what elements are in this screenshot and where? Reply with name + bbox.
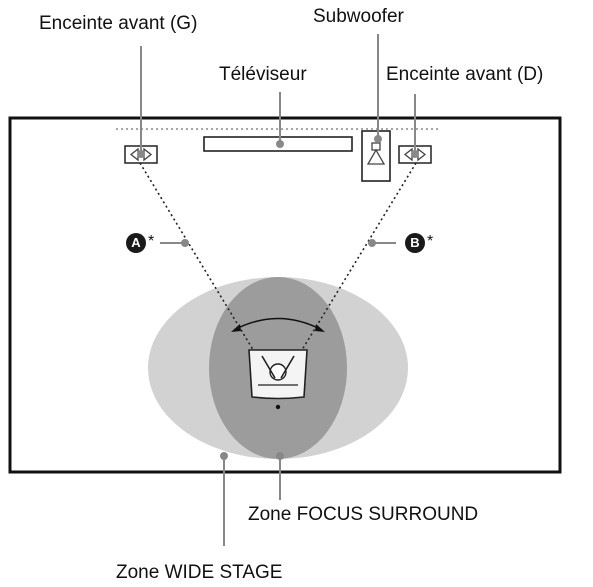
angle-arc-arrow-right (315, 324, 325, 332)
front-left-speaker-label: Enceinte avant (G) (39, 13, 198, 34)
subwoofer-label: Subwoofer (313, 6, 404, 27)
marker-a-asterisk: * (148, 233, 155, 250)
front-right-speaker-label: Enceinte avant (D) (386, 64, 544, 85)
left-angle-line (139, 162, 276, 387)
angle-arc (233, 317, 323, 331)
tv-label: Téléviseur (219, 64, 307, 85)
right-angle-line (279, 162, 417, 387)
marker-b-asterisk: * (427, 233, 434, 250)
marker-b-badge: B (405, 233, 425, 253)
wide-stage-zone-label: Zone WIDE STAGE (116, 562, 283, 583)
leader-lines (137, 34, 419, 546)
marker-a-badge: A (126, 233, 146, 253)
angle-arc-arrow-left (231, 324, 241, 332)
listener-icon (248, 349, 308, 410)
focus-surround-zone-label: Zone FOCUS SURROUND (248, 504, 479, 525)
